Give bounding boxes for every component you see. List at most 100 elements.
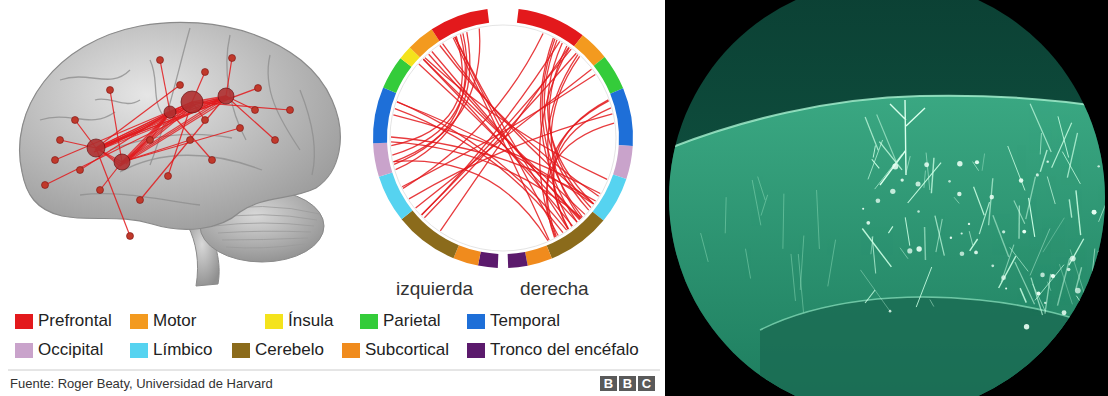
lower-edge xyxy=(760,297,1108,330)
neuron-fiber xyxy=(1030,229,1050,276)
legend-label: Occipital xyxy=(38,340,103,360)
cell-body xyxy=(991,264,994,267)
neuron-fiber xyxy=(865,290,875,303)
legend-label: Subcortical xyxy=(365,340,449,360)
hub-node xyxy=(114,154,130,170)
neuron-fiber xyxy=(758,177,766,201)
neuron-fiber xyxy=(908,163,941,203)
legend-label: Cerebelo xyxy=(255,340,324,360)
legend-entry: Límbico xyxy=(130,340,213,360)
chord-line xyxy=(391,36,462,145)
hemisphere-label: derecha xyxy=(520,278,589,300)
cell-body xyxy=(960,251,965,256)
neuron-fiber xyxy=(1093,270,1098,312)
neuron-fiber xyxy=(1076,190,1081,235)
legend-swatch xyxy=(360,314,378,329)
cell-body xyxy=(892,164,898,170)
neuron-fiber xyxy=(905,217,910,245)
cell-body xyxy=(975,160,979,164)
legend-swatch xyxy=(467,314,485,329)
hub-node xyxy=(218,88,234,104)
neuron-fiber xyxy=(1058,116,1069,157)
cell-body xyxy=(866,221,870,225)
neuron-fiber xyxy=(879,142,902,170)
neuron-fiber xyxy=(982,153,984,170)
neuron-fiber xyxy=(865,117,878,150)
region-node xyxy=(57,137,64,144)
neuron-fiber xyxy=(970,239,978,251)
neuron-fiber xyxy=(924,227,926,260)
cell-body xyxy=(916,181,921,186)
cell-body xyxy=(1005,287,1007,289)
neuron-fiber xyxy=(862,229,891,267)
legend-entry: Subcortical xyxy=(342,340,449,360)
legend-label: Ínsula xyxy=(288,311,333,331)
cell-body xyxy=(862,208,864,210)
neuron-fiber xyxy=(993,215,1009,257)
neuron-fiber xyxy=(969,231,973,245)
sulcus-line xyxy=(60,70,130,80)
hemisphere-label-holder: derecha xyxy=(520,278,589,300)
sulcus-line xyxy=(95,99,140,104)
logo-text-holder: BBC xyxy=(604,376,661,391)
neuron-fiber xyxy=(1010,247,1029,271)
neuron-fiber xyxy=(888,226,892,233)
neuron-fiber xyxy=(752,180,761,225)
region-node xyxy=(157,57,164,64)
neuron-fiber xyxy=(930,300,934,307)
cell-body xyxy=(1093,268,1097,272)
legend-label: Tronco del encéfalo xyxy=(490,340,639,360)
neuron-fiber xyxy=(989,178,993,225)
microscopy-image xyxy=(665,0,1108,396)
chord-line xyxy=(440,45,599,196)
neuron-fiber xyxy=(900,248,908,259)
hub-node xyxy=(87,139,105,157)
legend-swatch xyxy=(265,314,283,329)
connection-line xyxy=(100,116,168,150)
cell-body xyxy=(917,210,919,212)
connection-line xyxy=(110,90,122,162)
neuron-fiber xyxy=(798,254,803,312)
region-node xyxy=(137,197,144,204)
region-node xyxy=(287,107,294,114)
chord-line xyxy=(394,29,480,162)
neuron-fiber xyxy=(916,267,932,307)
cell-body xyxy=(1019,178,1023,182)
region-node xyxy=(97,187,104,194)
cell-body xyxy=(1051,274,1055,278)
region-segment xyxy=(453,245,480,265)
cell-body xyxy=(974,251,978,255)
cell-body xyxy=(968,223,970,225)
neuron-fiber xyxy=(783,194,784,249)
neuron-fiber xyxy=(1091,249,1095,287)
cerebrum-shape xyxy=(20,22,341,229)
legend-entry: Tronco del encéfalo xyxy=(467,340,639,360)
neuron-fiber xyxy=(1029,198,1035,237)
neuron-fiber xyxy=(1031,278,1043,315)
neuron-fiber xyxy=(1040,150,1047,172)
legend-label: Prefrontal xyxy=(38,311,112,331)
neuron-fiber xyxy=(1047,282,1051,291)
cell-body xyxy=(948,180,951,183)
neuron-fiber xyxy=(1099,186,1108,222)
neuron-fiber xyxy=(791,254,795,301)
neuron-fiber xyxy=(1014,200,1025,223)
source-caption: Fuente: Roger Beaty, Universidad de Harv… xyxy=(10,376,273,392)
cell-body xyxy=(950,237,952,239)
neuron-fiber xyxy=(999,256,1016,288)
neuron-fiber xyxy=(931,158,934,194)
connection-line xyxy=(98,114,169,149)
chord-line xyxy=(392,33,467,155)
connection-line xyxy=(96,85,180,148)
cell-body xyxy=(876,198,881,203)
tissue-band xyxy=(665,96,1108,396)
hub-node xyxy=(164,106,176,118)
cell-body xyxy=(1036,173,1039,176)
connection-line xyxy=(160,60,170,112)
cell-body xyxy=(1040,273,1045,278)
neuron-fiber xyxy=(872,237,876,274)
region-segment xyxy=(525,245,552,265)
cell-body xyxy=(1098,251,1101,254)
neuron-fiber xyxy=(926,153,930,190)
